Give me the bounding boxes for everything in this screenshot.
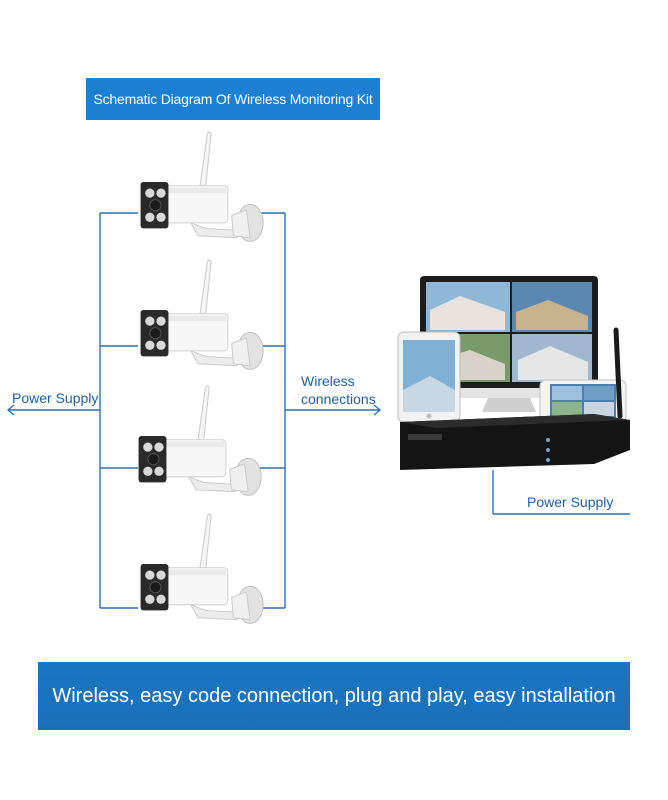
power-supply-left-label: Power Supply: [12, 390, 99, 406]
power-wiring-left: [6, 212, 138, 609]
wireless-label-line2: connections: [301, 391, 376, 407]
bullet-camera-icon: [138, 385, 262, 496]
tablet-icon: [397, 331, 461, 423]
bullet-camera-icon: [140, 131, 264, 242]
power-supply-right-label: Power Supply: [527, 494, 614, 510]
bullet-camera-icon: [140, 513, 264, 624]
feature-banner: Wireless, easy code connection, plug and…: [38, 662, 630, 730]
wireless-label-line1: Wireless: [301, 373, 355, 389]
power-wiring-right: [492, 470, 630, 515]
diagram-title: Schematic Diagram Of Wireless Monitoring…: [86, 78, 380, 120]
bullet-camera-icon: [140, 259, 264, 370]
wireless-wiring: [250, 212, 382, 609]
phone-icon: [539, 379, 627, 423]
nvr-recorder-icon: [400, 327, 630, 470]
